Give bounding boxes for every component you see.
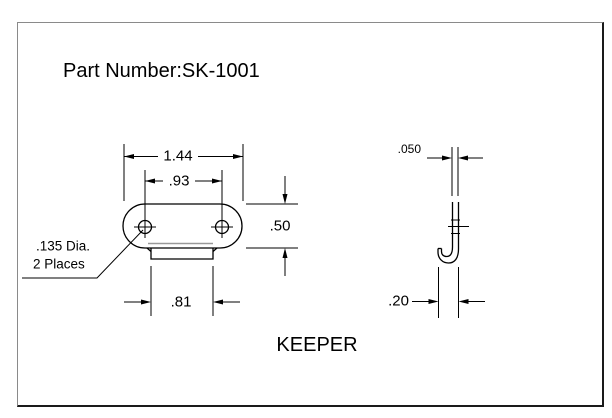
- dim-thickness-text: .050: [397, 142, 421, 156]
- arrowhead-left: [141, 299, 151, 305]
- dim-overall-width: [123, 144, 244, 201]
- plate-outline: [122, 203, 243, 249]
- dim-tab-width-text: .81: [170, 293, 192, 311]
- hole-note-leader: [22, 229, 144, 279]
- dim-hook-depth: [412, 267, 485, 318]
- arrowhead-left: [124, 154, 134, 159]
- part-number-label: Part Number:SK-1001: [63, 60, 260, 82]
- tab-outline: [150, 248, 214, 260]
- tab-chamfers: [146, 247, 218, 252]
- hook-inner-face: [440, 202, 454, 258]
- hole-note-line2: 2 Places: [33, 256, 85, 272]
- arrowhead-left: [458, 155, 468, 161]
- arrowhead-right: [213, 299, 223, 305]
- arrowhead-right: [428, 299, 439, 304]
- dim-tab-width: [124, 266, 240, 316]
- arrowhead-up: [282, 248, 288, 258]
- view-title: KEEPER: [276, 334, 358, 356]
- dim-overall-width-text: 1.44: [163, 147, 193, 165]
- front-view: [122, 203, 243, 260]
- dim-hole-spacing-text: .93: [168, 172, 190, 190]
- hole-note-line1: .135 Dia.: [36, 238, 91, 254]
- dim-body-height-text: .50: [269, 217, 291, 235]
- arrowhead-right: [442, 155, 452, 161]
- arrowhead-down: [282, 194, 288, 204]
- dim-body-height: [246, 176, 298, 276]
- arrowhead-right: [233, 154, 243, 159]
- hook-outer-face: [437, 202, 460, 264]
- dim-thickness: [427, 147, 483, 196]
- side-hole-marks: [448, 219, 469, 234]
- side-view: [437, 202, 469, 264]
- arrowhead-right: [212, 178, 222, 184]
- dim-hole-spacing: [144, 170, 223, 238]
- arrowhead-left: [145, 178, 155, 184]
- arrowhead-left: [458, 299, 469, 304]
- dim-hook-depth-text: .20: [388, 292, 409, 310]
- drawing-border: [17, 22, 604, 407]
